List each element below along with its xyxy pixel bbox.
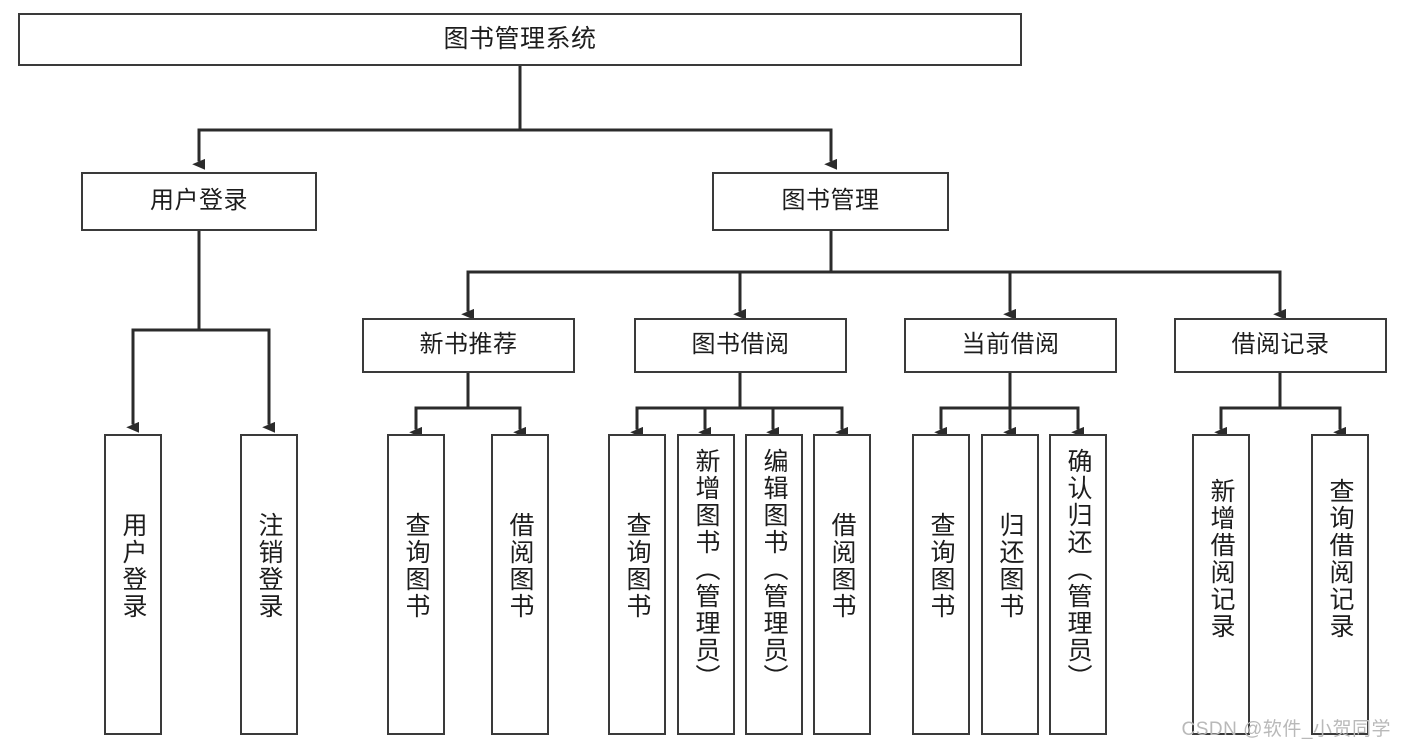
- leaf-borrow-book-recommend[interactable]: 借阅图书: [491, 434, 549, 735]
- leaf-user-logout[interactable]: 注销登录: [240, 434, 298, 735]
- leaf-query-borrow-record-label: 查询借阅记录: [1326, 478, 1354, 640]
- leaf-confirm-return[interactable]: 确认归还（管理员）: [1049, 434, 1107, 735]
- leaf-add-book[interactable]: 新增图书（管理员）: [677, 434, 735, 735]
- leaf-borrow-book[interactable]: 借阅图书: [813, 434, 871, 735]
- leaf-add-book-label: 新增图书（管理员）: [692, 448, 720, 691]
- watermark: CSDN @软件_小贺同学: [1181, 719, 1391, 740]
- node-borrow-record-label: 借阅记录: [1231, 331, 1330, 359]
- node-root[interactable]: 图书管理系统: [18, 13, 1022, 66]
- node-user-login-label: 用户登录: [150, 187, 248, 215]
- leaf-query-book-recommend-label: 查询图书: [402, 512, 430, 620]
- leaf-user-logout-label: 注销登录: [255, 512, 283, 620]
- leaf-add-borrow-record[interactable]: 新增借阅记录: [1192, 434, 1250, 735]
- leaf-query-book-recommend[interactable]: 查询图书: [387, 434, 445, 735]
- node-new-book-recommend[interactable]: 新书推荐: [362, 318, 575, 373]
- leaf-query-borrow-record[interactable]: 查询借阅记录: [1311, 434, 1369, 735]
- node-book-manage[interactable]: 图书管理: [712, 172, 949, 231]
- leaf-user-login[interactable]: 用户登录: [104, 434, 162, 735]
- leaf-query-book-current-label: 查询图书: [927, 512, 955, 620]
- leaf-add-borrow-record-label: 新增借阅记录: [1207, 478, 1235, 640]
- leaf-query-book-borrow-label: 查询图书: [623, 512, 651, 620]
- leaf-confirm-return-label: 确认归还（管理员）: [1064, 448, 1092, 691]
- leaf-borrow-book-label: 借阅图书: [828, 512, 856, 620]
- leaf-query-book-borrow[interactable]: 查询图书: [608, 434, 666, 735]
- leaf-edit-book-label: 编辑图书（管理员）: [760, 448, 788, 691]
- node-current-borrow[interactable]: 当前借阅: [904, 318, 1117, 373]
- node-user-login[interactable]: 用户登录: [81, 172, 317, 231]
- node-book-manage-label: 图书管理: [781, 187, 880, 215]
- leaf-return-book-label: 归还图书: [996, 512, 1024, 620]
- node-new-book-recommend-label: 新书推荐: [419, 331, 518, 359]
- leaf-query-book-current[interactable]: 查询图书: [912, 434, 970, 735]
- node-book-borrow[interactable]: 图书借阅: [634, 318, 847, 373]
- leaf-return-book[interactable]: 归还图书: [981, 434, 1039, 735]
- leaf-borrow-book-recommend-label: 借阅图书: [506, 512, 534, 620]
- leaf-edit-book[interactable]: 编辑图书（管理员）: [745, 434, 803, 735]
- node-book-borrow-label: 图书借阅: [691, 331, 790, 359]
- node-root-label: 图书管理系统: [443, 24, 597, 53]
- leaf-user-login-label: 用户登录: [119, 512, 147, 620]
- node-current-borrow-label: 当前借阅: [961, 331, 1060, 359]
- node-borrow-record[interactable]: 借阅记录: [1174, 318, 1387, 373]
